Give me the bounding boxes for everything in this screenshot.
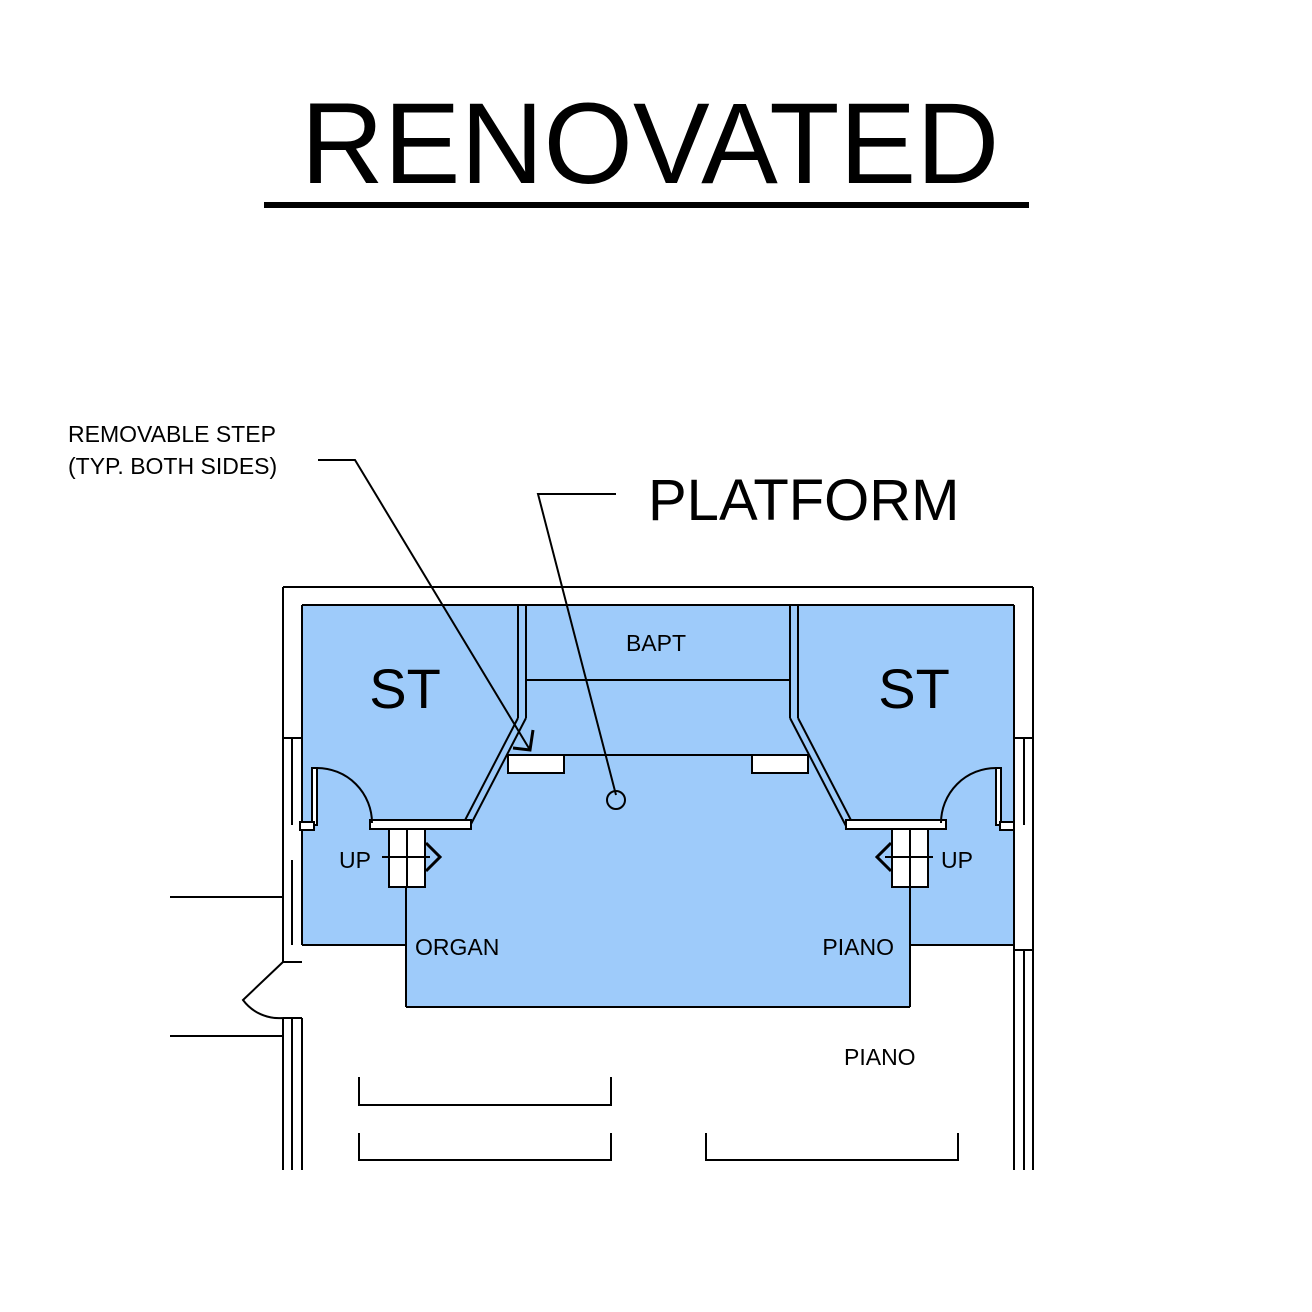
up-left-label: UP (339, 847, 371, 873)
pew (358, 1077, 612, 1106)
up-right-label: UP (941, 847, 973, 873)
up-arrow-right-icon (874, 841, 893, 873)
baptistry (507, 679, 809, 774)
organ-label: ORGAN (415, 934, 499, 960)
platform-marker-icon (606, 790, 626, 810)
left-door-leaf (311, 767, 318, 826)
removable-step-leader (318, 459, 531, 751)
title-underline (264, 202, 1029, 208)
building-walls (170, 586, 1034, 1170)
removable-step-right (751, 754, 809, 774)
piano-platform-label: PIANO (822, 934, 894, 960)
removable-step-left (507, 754, 565, 774)
leader-arrowhead-icon (512, 729, 535, 752)
pew (358, 1133, 612, 1161)
platform-leader (536, 493, 617, 796)
platform-label: PLATFORM (648, 468, 960, 533)
removable-step-label-line2: (TYP. BOTH SIDES) (68, 453, 277, 479)
storage-partitions (369, 605, 947, 830)
stairs (382, 828, 933, 888)
renovated-area (302, 605, 1014, 1007)
pews (358, 1077, 959, 1161)
storage-left-label: ST (369, 657, 441, 720)
right-door-leaf (995, 767, 1002, 826)
storage-doors (299, 767, 1015, 831)
leaders (318, 459, 617, 796)
pew (705, 1133, 959, 1161)
removable-step-label-line1: REMOVABLE STEP (68, 421, 276, 447)
platform-outline (302, 790, 1014, 1008)
drawing-title: RENOVATED (301, 80, 1000, 208)
piano-floor-label: PIANO (844, 1044, 916, 1070)
storage-right-label: ST (878, 657, 950, 720)
renovated-rear-zone (302, 605, 1014, 1007)
up-arrow-left-icon (424, 841, 443, 873)
baptistry-label: BAPT (626, 630, 686, 656)
